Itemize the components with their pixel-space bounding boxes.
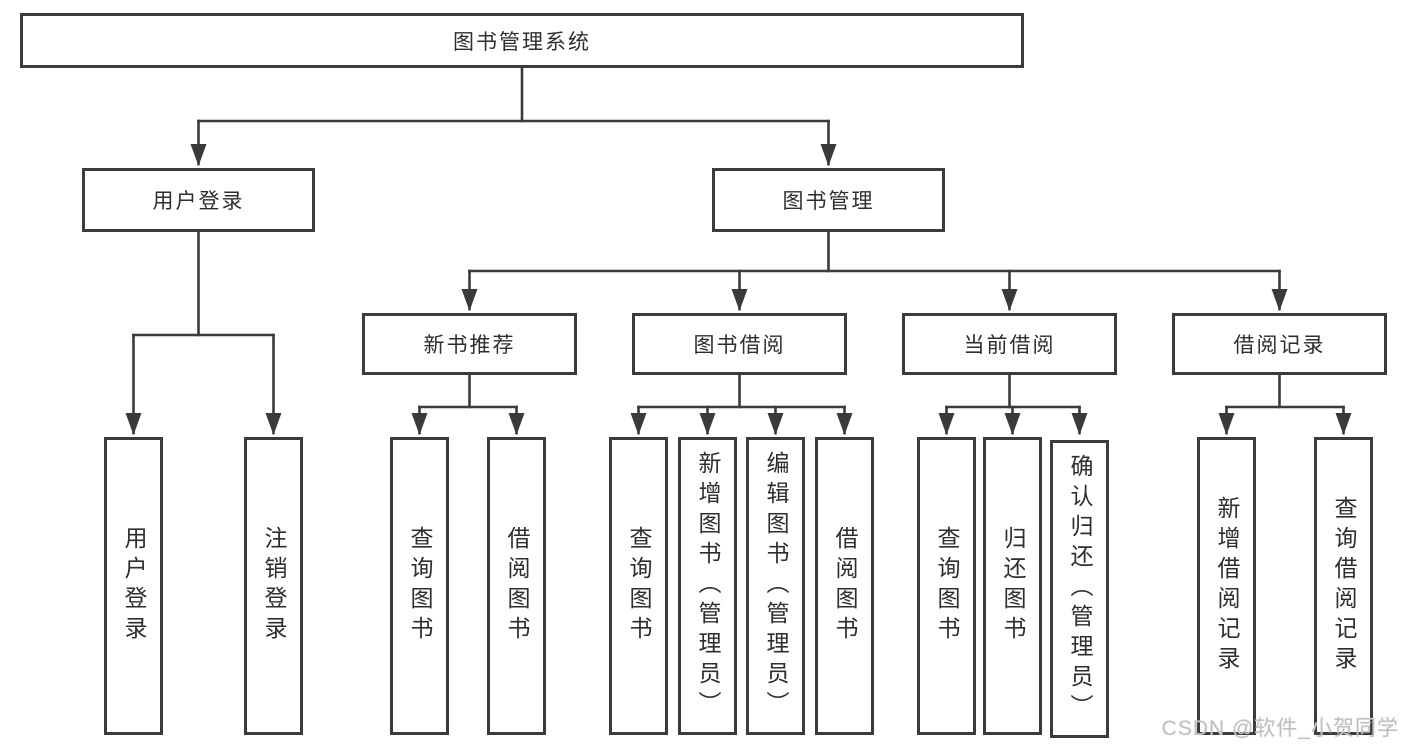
leaf-user-login: 用户登录	[104, 437, 163, 735]
leaf-label: 新增借阅记录	[1214, 496, 1240, 676]
node-label: 当前借阅	[963, 334, 1056, 357]
leaf-nb-query-books: 查询图书	[390, 437, 449, 735]
node-book-management: 图书管理	[712, 168, 945, 232]
node-borrow-records: 借阅记录	[1172, 313, 1387, 375]
leaf-cb-confirm-return-admin: 确认归还（管理员）	[1050, 440, 1109, 738]
node-new-book-recommend: 新书推荐	[362, 313, 577, 375]
leaf-logout: 注销登录	[244, 437, 303, 735]
node-user-login: 用户登录	[82, 168, 315, 232]
leaf-label: 查询图书	[626, 526, 652, 646]
leaf-label: 注销登录	[261, 526, 287, 646]
node-label: 图书借阅	[693, 334, 786, 357]
leaf-label: 查询图书	[934, 526, 960, 646]
leaf-bb-add-books-admin: 新增图书（管理员）	[678, 437, 737, 735]
leaf-nb-borrow-books: 借阅图书	[487, 437, 546, 735]
node-root-system: 图书管理系统	[20, 13, 1024, 68]
node-label: 图书管理	[782, 190, 875, 213]
leaf-bb-borrow-books: 借阅图书	[815, 437, 874, 735]
leaf-label: 归还图书	[1000, 526, 1026, 646]
leaf-cb-return-books: 归还图书	[983, 437, 1042, 735]
node-current-borrow: 当前借阅	[902, 313, 1117, 375]
leaf-label: 确认归还（管理员）	[1067, 454, 1093, 724]
leaf-label: 新增图书（管理员）	[695, 451, 721, 721]
leaf-label: 编辑图书（管理员）	[763, 451, 789, 721]
node-label: 借阅记录	[1233, 334, 1326, 357]
leaf-br-query-record: 查询借阅记录	[1314, 437, 1373, 735]
node-label: 图书管理系统	[453, 30, 591, 54]
leaf-label: 借阅图书	[832, 526, 858, 646]
leaf-cb-query-books: 查询图书	[917, 437, 976, 735]
leaf-label: 用户登录	[121, 526, 147, 646]
csdn-watermark: CSDN @软件_小贺同学	[1161, 717, 1399, 740]
node-label: 新书推荐	[423, 334, 516, 357]
leaf-bb-query-books: 查询图书	[609, 437, 668, 735]
node-book-borrow: 图书借阅	[632, 313, 847, 375]
leaf-br-add-record: 新增借阅记录	[1197, 437, 1256, 735]
leaf-bb-edit-books-admin: 编辑图书（管理员）	[746, 437, 805, 735]
leaf-label: 查询图书	[407, 526, 433, 646]
leaf-label: 借阅图书	[504, 526, 530, 646]
leaf-label: 查询借阅记录	[1331, 496, 1357, 676]
node-label: 用户登录	[152, 190, 245, 213]
